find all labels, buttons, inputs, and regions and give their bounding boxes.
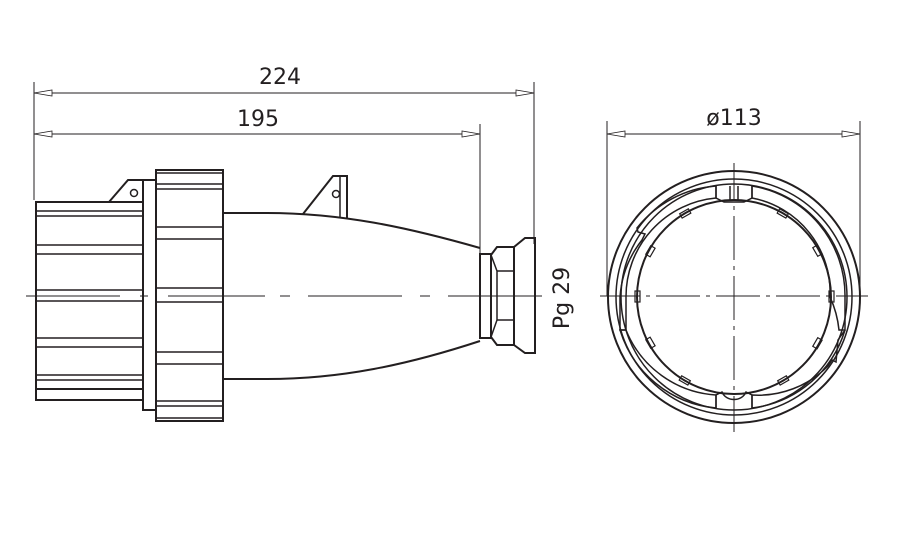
front-view [600,163,868,432]
dimension-diameter: ø113 [606,106,861,296]
cable-gland-label: Pg 29 [550,267,575,329]
dimension-224: 224 [33,65,535,244]
dimension-195: 195 [33,107,481,258]
side-view [26,169,542,422]
dimension-label-diameter: ø113 [706,106,761,131]
dimension-label-195: 195 [237,107,279,132]
dimension-label-224: 224 [259,65,301,90]
